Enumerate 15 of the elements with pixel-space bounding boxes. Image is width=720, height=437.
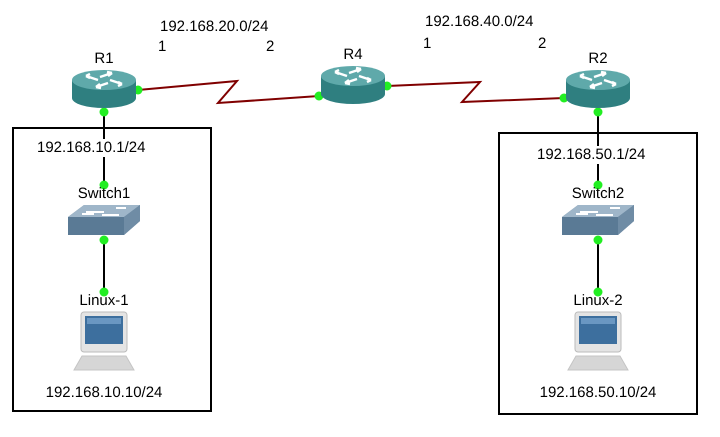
ip-address-label: 192.168.50.10/24 xyxy=(538,384,658,402)
device-name: R4 xyxy=(342,46,364,64)
ip-address-label: 192.168.50.1/24 xyxy=(537,146,646,164)
ethernet-link xyxy=(100,236,108,296)
device-name: Switch1 xyxy=(76,185,132,203)
device-name: Switch2 xyxy=(570,185,626,203)
serial-link xyxy=(134,80,324,104)
device-name: R2 xyxy=(587,50,609,68)
ip-address-label: 192.168.10.10/24 xyxy=(44,384,164,402)
ethernet-link xyxy=(594,236,602,296)
device-name: Linux-2 xyxy=(572,292,624,310)
device-name: Linux-1 xyxy=(78,292,130,310)
serial-link xyxy=(382,80,568,104)
ip-address-label: 192.168.10.1/24 xyxy=(37,139,146,157)
device-name: R1 xyxy=(93,50,115,68)
